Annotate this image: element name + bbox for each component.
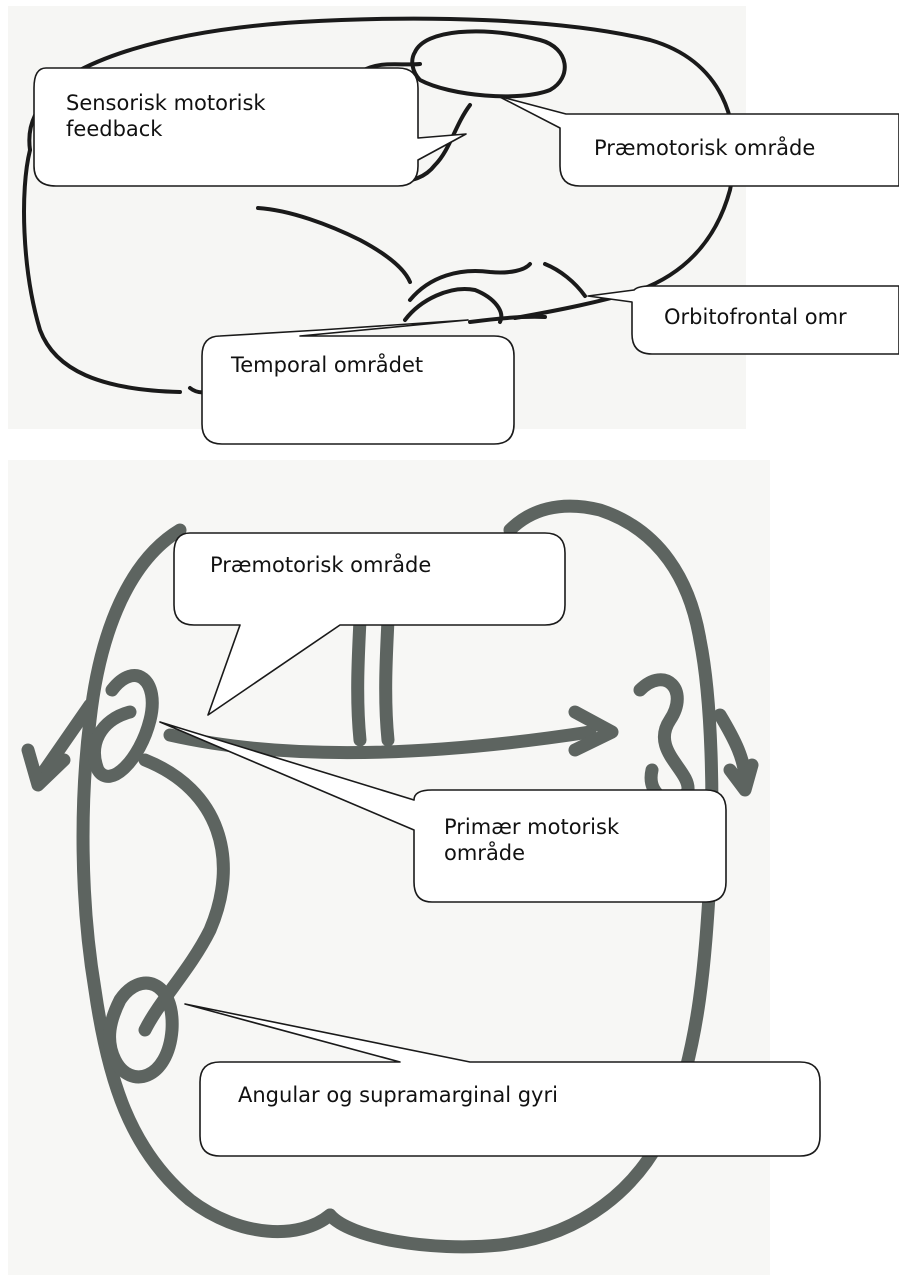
right-motor-loop xyxy=(640,680,688,801)
label-angular-supramarginal: Angular og supramarginal gyri xyxy=(238,1082,558,1108)
label-temporal: Temporal området xyxy=(231,352,423,378)
callout-angular-supramarginal xyxy=(185,1004,820,1156)
callout-temporal xyxy=(202,320,514,444)
premotor-loop-top xyxy=(412,31,564,96)
midline-left xyxy=(358,620,360,740)
label-orbitofrontal: Orbitofrontal omr xyxy=(664,304,847,330)
label-premotor-top: Præmotorisk område xyxy=(594,135,815,161)
label-primary-motor: Primær motorisk område xyxy=(444,814,694,866)
label-sensory-feedback: Sensorisk motorisk feedback xyxy=(66,90,366,142)
midline-right xyxy=(386,620,388,740)
label-premotor-bottom: Præmotorisk område xyxy=(210,552,431,578)
